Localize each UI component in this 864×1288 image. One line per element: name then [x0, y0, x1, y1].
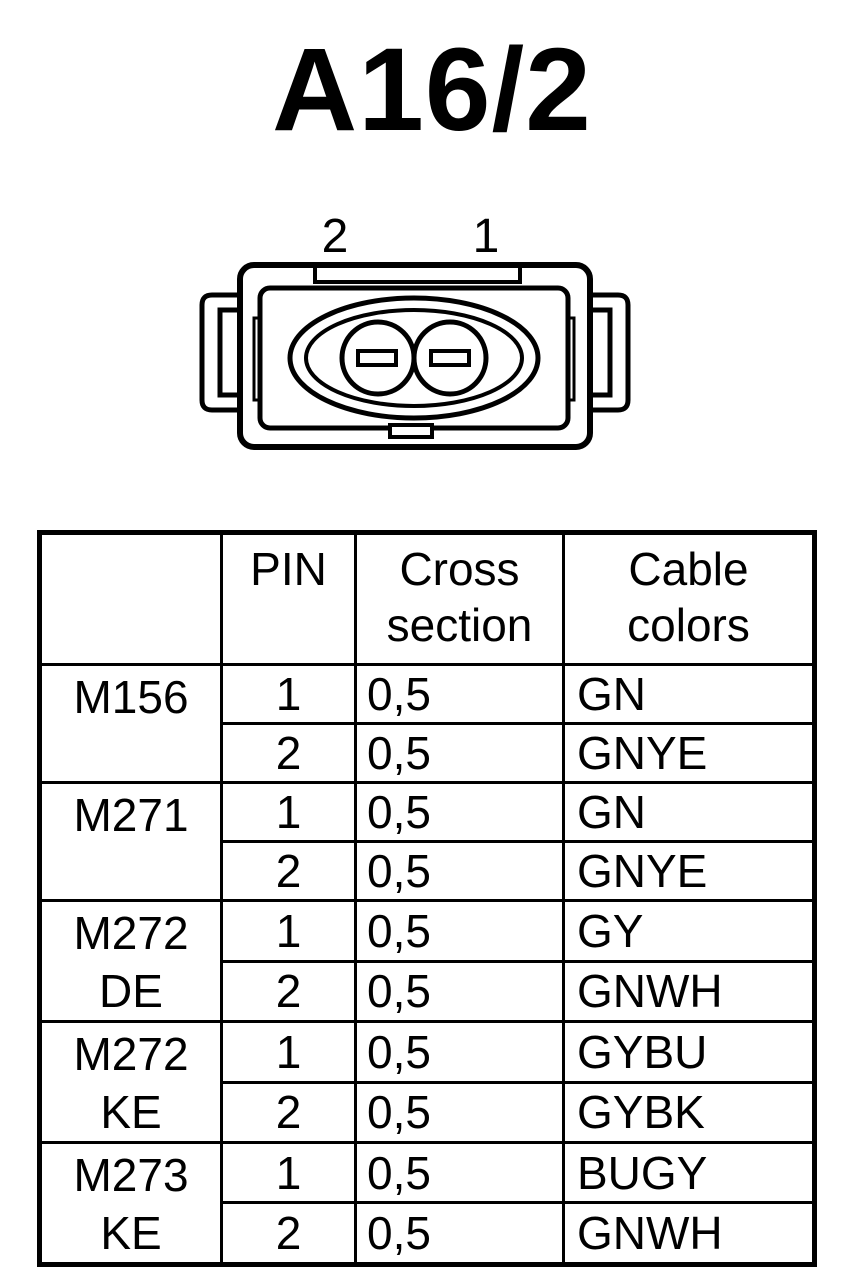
pin-cell: 1 [220, 663, 357, 725]
table-row: M156 1 0,5 GN [38, 663, 816, 784]
cable-color-cell: GN [562, 663, 816, 725]
pin-cell: 1 [220, 1020, 357, 1084]
cable-color-cell: GNYE [562, 840, 816, 902]
cable-color-cell: GN [562, 781, 816, 843]
cross-section-cell: 0,5 [354, 1080, 565, 1144]
cable-color-cell: GNWH [562, 959, 816, 1023]
cable-color-cell: GYBU [562, 1020, 816, 1084]
cable-color-cell: GNYE [562, 722, 816, 784]
seal-inner-ring [304, 308, 524, 408]
pin-cavity-1 [411, 319, 489, 397]
housing-top-notch [313, 265, 522, 284]
cable-color-cell: GYBK [562, 1080, 816, 1144]
cross-section-cell: 0,5 [354, 1201, 565, 1266]
cross-section-cell: 0,5 [354, 840, 565, 902]
cable-color-cell: GY [562, 899, 816, 963]
pin-cavity-2 [339, 319, 417, 397]
left-latch [199, 292, 242, 413]
table-row: 2 0,5 GNWH [40, 1201, 816, 1266]
cross-section-cell: 0,5 [354, 781, 565, 843]
right-latch [588, 292, 631, 413]
header-pin: PIN [220, 531, 357, 666]
pin-label-2: 2 [322, 210, 349, 263]
engine-cell: M271 [38, 781, 223, 902]
pin-cell: 2 [220, 959, 357, 1023]
diagram-title: A16/2 [272, 24, 592, 156]
connector-diagram: 2 1 [199, 210, 631, 450]
pin-cell: 2 [220, 1201, 357, 1266]
engine-cell: M156 [38, 663, 223, 784]
pin-cell: 2 [220, 840, 357, 902]
housing-bottom-tab [388, 423, 434, 439]
pin-cell: 2 [220, 1080, 357, 1144]
pin-label-1: 1 [473, 210, 500, 263]
cross-section-cell: 0,5 [354, 1140, 565, 1205]
table-row: 2 0,5 GNWH [40, 959, 816, 1023]
table-row: 2 0,5 GYBK [40, 1080, 816, 1144]
header-engine [38, 531, 223, 666]
cross-section-cell: 0,5 [354, 663, 565, 725]
cross-section-cell: 0,5 [354, 959, 565, 1023]
table-row: 2 0,5 GNYE [40, 722, 816, 784]
table-row: M271 1 0,5 GN [38, 781, 816, 902]
cross-section-cell: 0,5 [354, 899, 565, 963]
cross-section-cell: 0,5 [354, 1020, 565, 1084]
pin-cell: 1 [220, 899, 357, 963]
table-row: 2 0,5 GNYE [40, 840, 816, 902]
cable-color-cell: GNWH [562, 1201, 816, 1266]
cable-color-cell: BUGY [562, 1140, 816, 1205]
cross-section-cell: 0,5 [354, 722, 565, 784]
pin-cell: 1 [220, 1140, 357, 1205]
seal-outer-ring [287, 295, 541, 421]
pin-cell: 2 [220, 722, 357, 784]
pin-cell: 1 [220, 781, 357, 843]
